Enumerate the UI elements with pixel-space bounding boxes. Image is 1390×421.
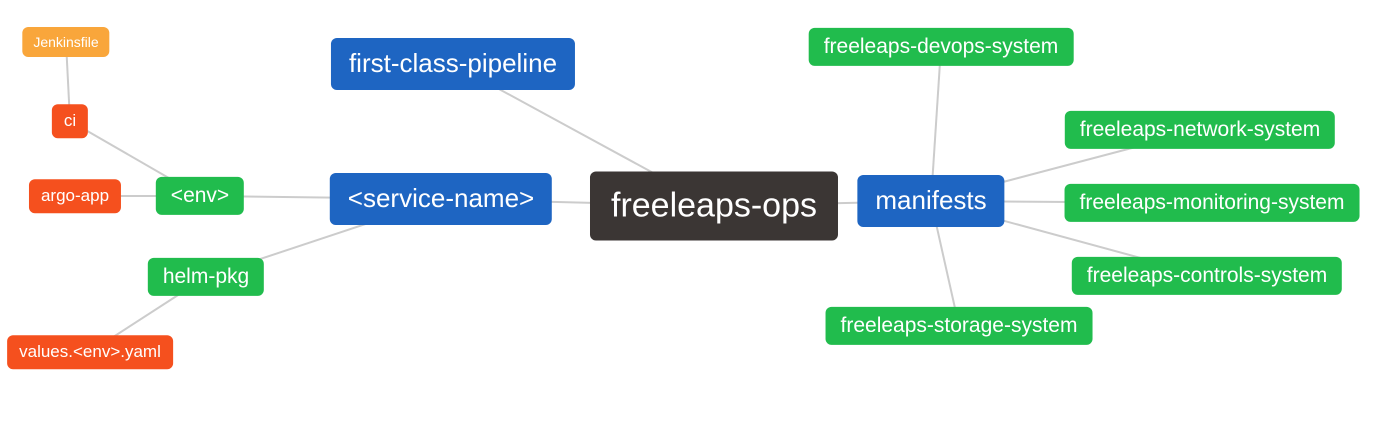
node-storage-system[interactable]: freeleaps-storage-system [825, 306, 1093, 346]
node-jenkinsfile[interactable]: Jenkinsfile [22, 26, 110, 58]
node-service-name[interactable]: <service-name> [329, 173, 553, 225]
node-devops-system[interactable]: freeleaps-devops-system [808, 27, 1074, 67]
node-first-class-pipeline[interactable]: first-class-pipeline [330, 38, 576, 90]
node-manifests[interactable]: manifests [857, 175, 1005, 227]
node-monitoring-system[interactable]: freeleaps-monitoring-system [1064, 183, 1360, 223]
node-argo-app[interactable]: argo-app [28, 179, 122, 213]
node-network-system[interactable]: freeleaps-network-system [1064, 110, 1336, 150]
node-values-env-yaml[interactable]: values.<env>.yaml [7, 335, 173, 369]
node-env[interactable]: <env> [155, 176, 245, 216]
node-freeleaps-ops[interactable]: freeleaps-ops [589, 171, 839, 241]
node-ci[interactable]: ci [51, 104, 89, 138]
node-helm-pkg[interactable]: helm-pkg [147, 257, 265, 297]
node-controls-system[interactable]: freeleaps-controls-system [1071, 256, 1343, 296]
